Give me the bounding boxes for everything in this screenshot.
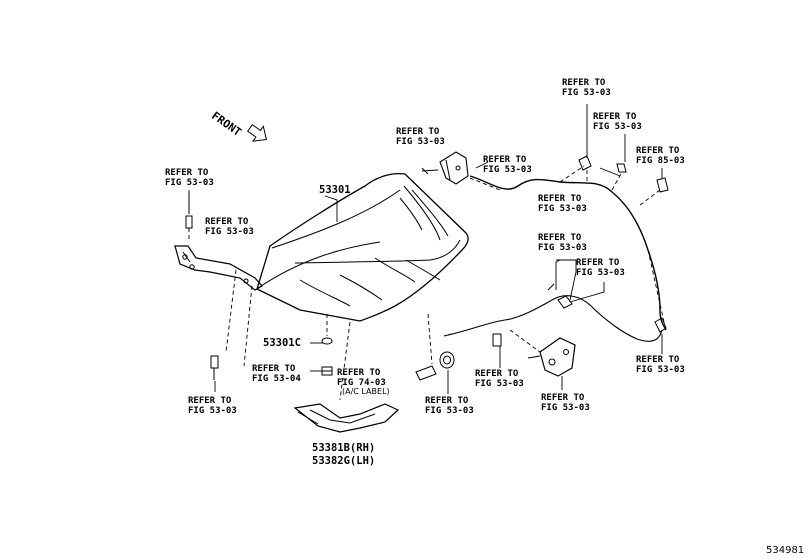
hood-hinge [174,245,263,291]
part-number-insulator-rh: 53381B(RH) [312,442,376,454]
part-number-cushion: 53301C [263,337,301,349]
part-number-hood: 53301 [319,184,351,196]
part-number-insulator-lh: 53382G(LH) [312,455,376,467]
hood-panel [256,172,469,322]
hood-insulator [293,403,400,433]
ac-label-note: (A/C LABEL) [342,387,390,396]
front-arrow-icon [247,124,267,142]
diagram-id: 534981 [766,545,805,556]
hood-lock [539,337,576,377]
release-cable [469,175,667,331]
